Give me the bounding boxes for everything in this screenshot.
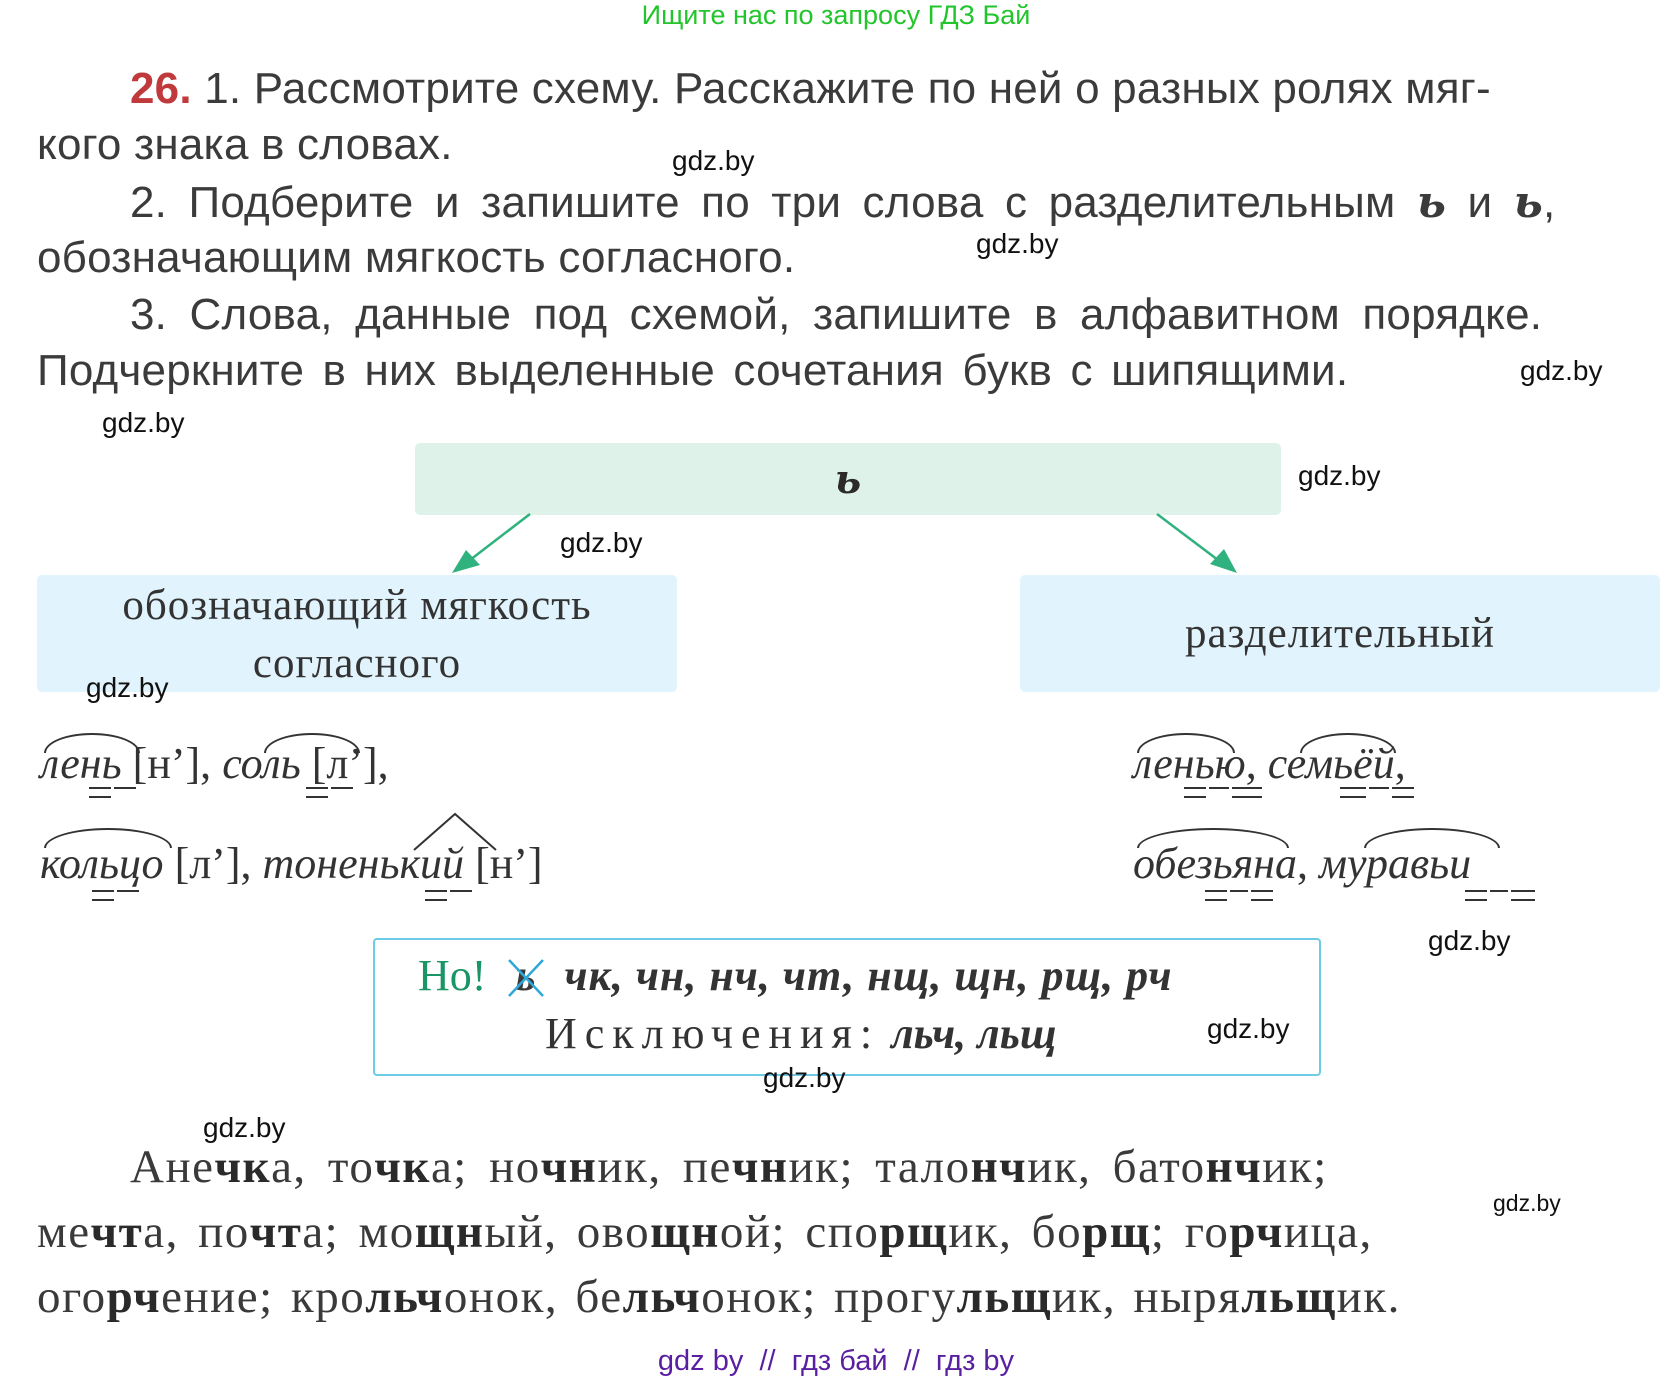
exceptions-label: Исключения:: [545, 1009, 881, 1058]
scheme-root-label: ь: [834, 455, 862, 503]
underline-icon: [1230, 890, 1248, 892]
double-underline-icon: [1205, 890, 1227, 901]
underline-icon: [114, 787, 136, 789]
underline-icon: [450, 890, 472, 892]
watermark: gdz.by: [1493, 1190, 1561, 1216]
underline-icon: [1209, 787, 1229, 789]
watermark: gdz.by: [672, 145, 755, 176]
watermark: gdz.by: [763, 1062, 846, 1093]
task-line-2: кого знака в словах.: [37, 120, 453, 169]
watermark: gdz.by: [1298, 460, 1381, 491]
watermark: gdz.by: [102, 407, 185, 438]
double-underline-icon: [1465, 890, 1487, 901]
watermark: gdz.by: [86, 672, 169, 703]
but-label: Но!: [418, 951, 487, 1000]
word-list-line-2: мечта, почта; мощный, овощной; спорщик, …: [37, 1206, 1373, 1258]
comma: ,: [1245, 739, 1268, 788]
underline-icon: [331, 787, 353, 789]
separating-label: разделительный: [1184, 610, 1496, 657]
double-underline-icon: [1232, 787, 1262, 798]
soft-consonant-label-2: согласного: [252, 640, 462, 687]
rule-note-box: [373, 938, 1321, 1076]
crossed-soft-sign-icon: ь: [505, 950, 545, 1001]
double-underline-icon: [1511, 890, 1535, 901]
double-underline-icon: [1251, 890, 1273, 901]
soft-sign-2: ь: [1513, 177, 1543, 228]
underline-icon: [1369, 787, 1389, 789]
soft-consonant-box: обозначающий мягкость согласного: [37, 575, 677, 692]
arrow-right-icon: [1156, 513, 1237, 573]
double-underline-icon: [306, 787, 328, 798]
conj: и: [1446, 178, 1514, 227]
rule-note-line-1: Но! ь чк, чн, нч, чт, нщ, щн, рщ, рч: [418, 950, 1173, 1001]
example-word: тоненький: [262, 839, 465, 888]
watermark: gdz.by: [1428, 925, 1511, 956]
soft-consonant-label-1: обозначающий мягкость: [122, 582, 592, 629]
comma: ,: [1394, 739, 1406, 788]
separating-box: разделительный: [1020, 575, 1660, 692]
underline-icon: [1490, 890, 1508, 892]
rule-note-line-2: Исключения: льч, льщ: [545, 1008, 1057, 1059]
footer-links: gdz by // гдз бай // гдз by: [657, 1345, 1015, 1377]
underline-icon: [117, 890, 139, 892]
watermark: gdz.by: [203, 1112, 286, 1143]
double-underline-icon: [92, 890, 114, 901]
exceptions: льч, льщ: [891, 1009, 1057, 1058]
comma: ,: [1542, 178, 1556, 227]
double-underline-icon: [1184, 787, 1206, 798]
watermark: gdz.by: [976, 228, 1059, 259]
search-banner: Ищите нас по запросу ГДЗ Бай: [641, 0, 1031, 30]
arrow-left-icon: [452, 513, 531, 573]
comma: ,: [1296, 839, 1319, 888]
task-line-6: Подчеркните в них выделенные сочетания б…: [37, 346, 1349, 395]
task-number: 26.: [130, 64, 192, 113]
word-list-line-3: огорчение; крольчонок, бельчонок; прогул…: [37, 1271, 1401, 1323]
task-line-1: 26. 1. Рассмотрите схему. Расскажите по …: [130, 64, 1491, 114]
task-item-1: 1. Рассмотрите схему. Расскажите по ней …: [204, 64, 1491, 113]
scheme-root-box: ь: [415, 443, 1281, 515]
word-list-line-1: Анечка, точка; ночник, печник; талончик,…: [130, 1141, 1328, 1193]
watermark: gdz.by: [560, 527, 643, 558]
transcription: [н’],: [121, 739, 223, 788]
watermark: gdz.by: [1207, 1013, 1290, 1044]
task-item-2: 2. Подберите и запишите по три слова с р…: [130, 178, 1417, 227]
double-underline-icon: [89, 787, 111, 798]
watermark: gdz.by: [1520, 355, 1603, 386]
task-line-4: обозначающим мягкость согласного.: [37, 233, 796, 282]
letter-combinations: чк, чн, нч, чт, нщ, щн, рщ, рч: [564, 951, 1173, 1000]
transcription: [н’]: [464, 839, 543, 888]
task-line-3: 2. Подберите и запишите по три слова с р…: [130, 177, 1555, 228]
soft-sign-1: ь: [1416, 177, 1447, 228]
transcription: [л’],: [163, 839, 263, 888]
task-line-5: 3. Слова, данные под схемой, запишите в …: [130, 290, 1543, 339]
suffix-caret-icon: [413, 812, 497, 851]
double-underline-icon: [1340, 787, 1366, 798]
double-underline-icon: [425, 890, 447, 901]
double-underline-icon: [1392, 787, 1414, 798]
